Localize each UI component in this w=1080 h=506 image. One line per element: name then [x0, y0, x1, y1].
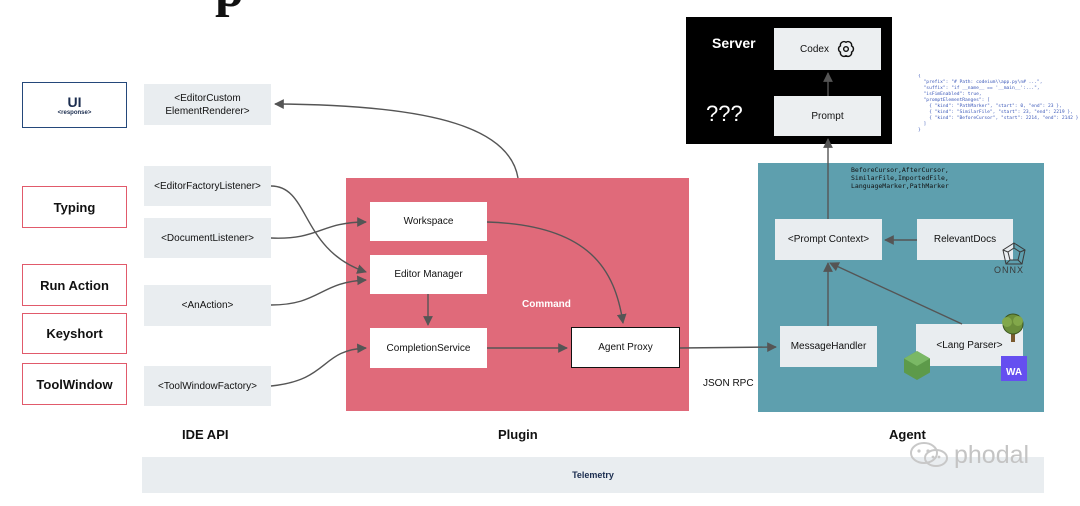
- ui-label: UI: [67, 94, 82, 110]
- message-handler-node: MessageHandler: [780, 326, 877, 367]
- edge-plugin-to-renderer: [274, 99, 519, 179]
- typing-box: Typing: [22, 186, 127, 228]
- watermark: phodal: [908, 440, 1029, 470]
- command-label: Command: [522, 299, 571, 310]
- watermark-text: phodal: [954, 440, 1030, 469]
- codex-node: Codex: [774, 28, 881, 70]
- agent-label: Agent: [889, 427, 926, 442]
- telemetry-label: Telemetry: [572, 470, 614, 480]
- wa-label: WA: [1005, 367, 1023, 378]
- telemetry-bar: Telemetry: [142, 457, 1044, 493]
- tree-sitter-icon: [998, 312, 1028, 344]
- toolwindow-box: ToolWindow: [22, 363, 127, 405]
- editor-manager-node: Editor Manager: [370, 255, 487, 294]
- onnx-icon: [1000, 241, 1028, 269]
- completion-service-node: CompletionService: [370, 328, 487, 368]
- prompt-json-snippet: { "prefix": "# Path: codeium\\app.py\n# …: [918, 74, 1078, 133]
- ide-api-label: IDE API: [182, 427, 229, 442]
- workspace-node: Workspace: [370, 202, 487, 241]
- prompt-node: Prompt: [774, 96, 881, 136]
- ui-sublabel: <response>: [57, 110, 92, 116]
- nodejs-icon: [903, 350, 931, 381]
- prompt-elements-list: BeforeCursor,AfterCursor, SimilarFile,Im…: [851, 166, 949, 190]
- ui-box: UI <response>: [22, 82, 127, 128]
- server-unknown: ???: [706, 101, 743, 126]
- editor-factory-listener-node: <EditorFactoryListener>: [144, 166, 271, 206]
- onnx-label: ONNX: [994, 265, 1025, 275]
- webassembly-icon: WA: [1001, 356, 1027, 381]
- run-action-box: Run Action: [22, 264, 127, 306]
- page-title-fragment: p: [215, 0, 244, 19]
- document-listener-node: <DocumentListener>: [144, 218, 271, 258]
- openai-icon: [837, 40, 855, 58]
- codex-label: Codex: [800, 43, 829, 55]
- prompt-context-node: <Prompt Context>: [775, 219, 882, 260]
- plugin-label: Plugin: [498, 427, 538, 442]
- json-rpc-label: JSON RPC: [703, 378, 754, 389]
- agent-proxy-node: Agent Proxy: [571, 327, 680, 368]
- editor-custom-renderer-node: <EditorCustom ElementRenderer>: [144, 84, 271, 125]
- toolwindow-factory-node: <ToolWindowFactory>: [144, 366, 271, 406]
- server-label: Server: [712, 35, 756, 51]
- anaction-node: <AnAction>: [144, 285, 271, 326]
- wechat-icon: [908, 440, 952, 470]
- keyshort-box: Keyshort: [22, 313, 127, 354]
- relevant-docs-node: RelevantDocs: [917, 219, 1013, 260]
